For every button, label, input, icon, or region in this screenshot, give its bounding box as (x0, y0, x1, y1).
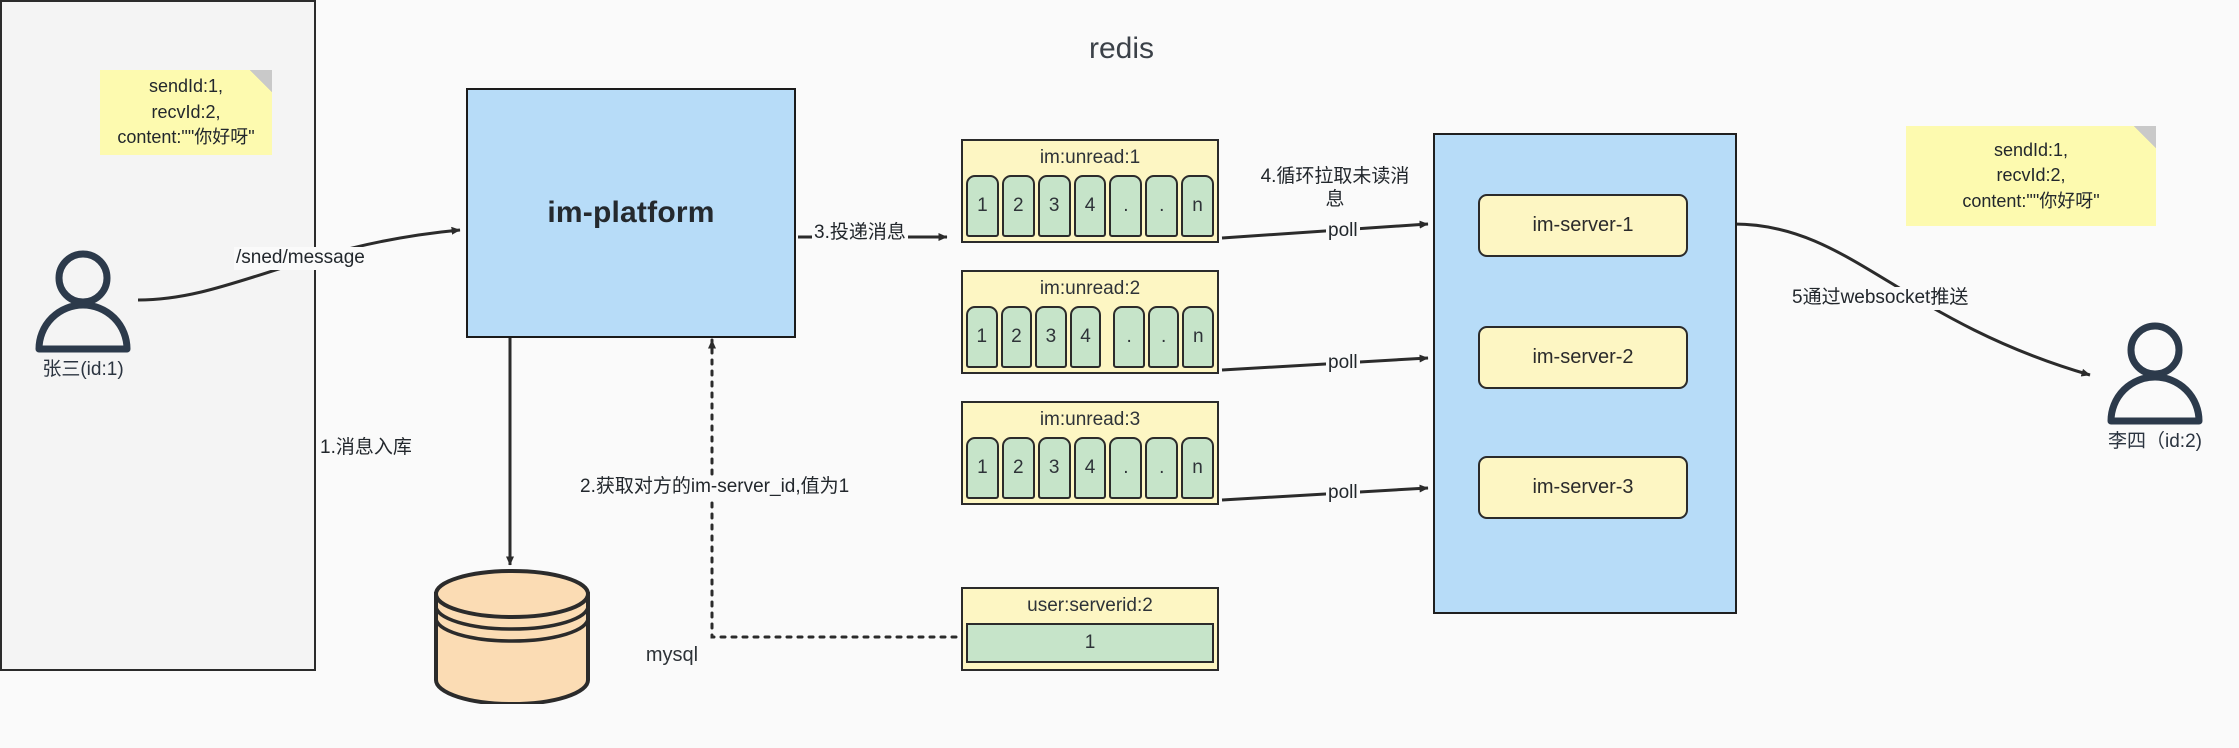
node-im-server-2[interactable]: im-server-2 (1478, 326, 1688, 389)
redis-key-user-serverid-2[interactable]: user:serverid:2 1 (961, 587, 1219, 671)
redis-cell: 1 (966, 306, 998, 368)
redis-key-im-unread-1[interactable]: im:unread:1 1 2 3 4 . . n (961, 139, 1219, 243)
redis-key-title: user:serverid:2 (1027, 595, 1153, 616)
redis-key-value: 1 (966, 623, 1214, 663)
redis-key-cells: 1 2 3 4 . . n (963, 437, 1217, 503)
redis-key-title: im:unread:1 (1039, 147, 1141, 168)
redis-cell: . (1109, 175, 1143, 237)
redis-cell: 2 (1000, 306, 1033, 368)
actor-sender-caption: 张三(id:1) (42, 359, 124, 380)
edge-label-poll-2: poll (1326, 352, 1360, 375)
redis-cell: n (1181, 175, 1215, 237)
edge-label-poll-3: poll (1326, 482, 1360, 505)
redis-cell: 2 (1001, 437, 1035, 499)
redis-cell: . (1113, 306, 1145, 368)
edge-label-step1: 1.消息入库 (318, 437, 414, 460)
actor-sender: 张三(id:1) (28, 250, 138, 380)
redis-key-title: im:unread:3 (1039, 409, 1141, 430)
edge-label-step4: 4.循环拉取未读消 息 (1258, 166, 1412, 212)
person-icon (2107, 322, 2203, 425)
edge-label-poll-1: poll (1326, 220, 1360, 243)
edge-label-send-message: /sned/message (234, 247, 367, 270)
node-im-server-3[interactable]: im-server-3 (1478, 456, 1688, 519)
database-icon (434, 569, 590, 706)
note-left: sendId:1, recvId:2, content:""你好呀" (100, 70, 272, 155)
redis-cell: 2 (1001, 175, 1035, 237)
note-right: sendId:1, recvId:2, content:""你好呀" (1906, 126, 2156, 226)
actor-receiver-caption: 李四（id:2) (2108, 431, 2202, 452)
edge-unread2-to-server2 (1221, 354, 1429, 372)
node-im-server-1-label: im-server-1 (1532, 214, 1634, 236)
edge-unread3-to-server3 (1221, 484, 1429, 502)
redis-cell: 3 (1037, 437, 1071, 499)
redis-cell: . (1145, 437, 1179, 499)
note-right-text: sendId:1, recvId:2, content:""你好呀" (1962, 139, 2100, 211)
redis-cell: 4 (1069, 306, 1102, 368)
edge-label-step3: 3.投递消息 (812, 222, 908, 245)
redis-cell: 4 (1073, 175, 1107, 237)
node-mysql-label: mysql (645, 644, 699, 666)
redis-key-im-unread-3[interactable]: im:unread:3 1 2 3 4 . . n (961, 401, 1219, 505)
redis-cell: 1 (966, 175, 999, 237)
redis-title: redis (1088, 32, 1155, 65)
redis-key-title: im:unread:2 (1039, 278, 1141, 299)
redis-cell: . (1145, 175, 1179, 237)
person-icon (35, 250, 131, 353)
edge-label-step2: 2.获取对方的im-server_id,值为1 (578, 476, 852, 499)
redis-cell: 1 (966, 437, 999, 499)
node-im-platform-label: im-platform (547, 196, 715, 229)
node-mysql[interactable]: mysql (432, 568, 698, 706)
redis-cell: n (1182, 306, 1215, 368)
redis-cell: 3 (1035, 306, 1067, 368)
actor-receiver: 李四（id:2) (2100, 322, 2210, 452)
redis-key-cells: 1 2 3 4 . . n (963, 175, 1217, 241)
redis-cell: . (1109, 437, 1143, 499)
note-fold-icon (2134, 126, 2156, 148)
note-fold-icon (250, 70, 272, 92)
redis-key-cells: 1 2 3 4 . . n (963, 306, 1217, 372)
node-im-server-3-label: im-server-3 (1532, 476, 1634, 498)
redis-cell: n (1181, 437, 1215, 499)
node-im-platform[interactable]: im-platform (466, 88, 796, 338)
node-im-server-2-label: im-server-2 (1532, 346, 1634, 368)
node-im-server-1[interactable]: im-server-1 (1478, 194, 1688, 257)
note-left-text: sendId:1, recvId:2, content:""你好呀" (117, 76, 255, 148)
redis-cell: 3 (1037, 175, 1071, 237)
redis-key-im-unread-2[interactable]: im:unread:2 1 2 3 4 . . n (961, 270, 1219, 374)
redis-cell: 4 (1073, 437, 1107, 499)
edge-label-step5: 5通过websocket推送 (1790, 287, 1971, 310)
redis-cell: . (1147, 306, 1180, 368)
edge-unread1-to-server1 (1221, 220, 1429, 240)
